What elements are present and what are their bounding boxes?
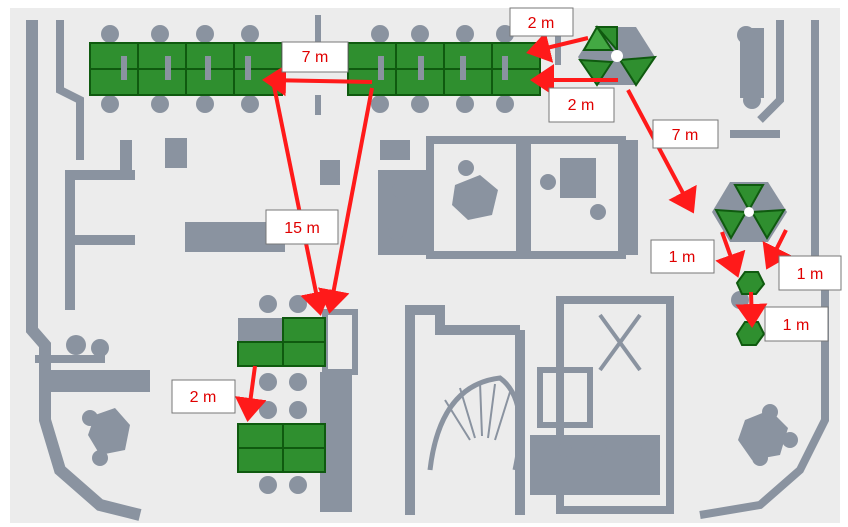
distance-label-i: 2 m	[171, 379, 236, 414]
lounge-seating	[66, 291, 798, 466]
distance-label-d-text: 7 m	[672, 127, 699, 144]
small-round-tables[interactable]	[735, 271, 766, 346]
distance-label-h: 1 m	[764, 306, 829, 342]
desk-cluster-bottom[interactable]	[237, 423, 326, 473]
desk-cluster-top-left[interactable]	[89, 42, 283, 96]
distance-label-d: 7 m	[652, 119, 719, 149]
corridor-walls	[315, 15, 561, 115]
desk-cluster-top-right[interactable]	[347, 42, 541, 96]
hexagon-table-top[interactable]	[578, 25, 658, 87]
distance-label-f: 1 m	[650, 239, 715, 274]
distance-label-i-text: 2 m	[190, 389, 217, 406]
distance-label-c: 2 m	[548, 87, 615, 123]
distance-arrows	[234, 31, 792, 422]
distance-label-e-text: 15 m	[284, 220, 320, 237]
distance-label-a-text: 2 m	[528, 15, 555, 32]
distance-label-b-text: 7 m	[302, 49, 329, 66]
distance-label-a: 2 m	[509, 7, 574, 37]
distance-label-g-text: 1 m	[797, 266, 824, 283]
distance-label-g: 1 m	[778, 255, 842, 291]
distance-label-b: 7 m	[281, 41, 349, 73]
distance-label-h-text: 1 m	[783, 317, 810, 334]
chairs	[101, 25, 761, 494]
desk-cluster-middle[interactable]	[237, 317, 326, 367]
distance-label-e: 15 m	[265, 209, 339, 245]
distance-label-c-text: 2 m	[568, 97, 595, 114]
distance-label-f-text: 1 m	[669, 249, 696, 266]
hexagon-table-right[interactable]	[712, 182, 787, 242]
